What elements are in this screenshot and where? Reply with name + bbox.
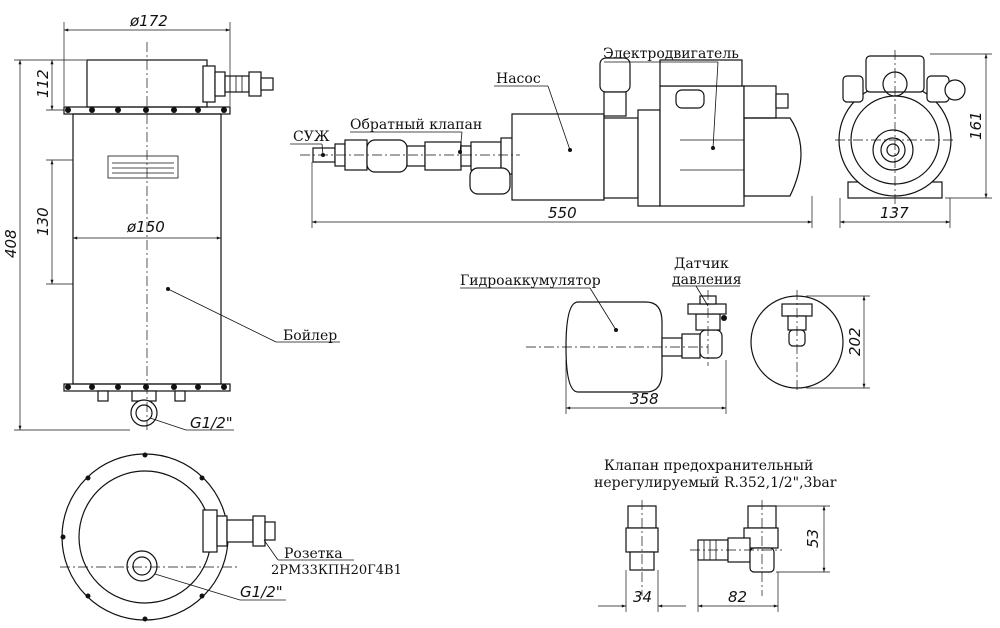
dim-diameter-150: ø150 bbox=[126, 218, 165, 236]
relief-valve-label-2: нерегулируемый R.352,1/2",3bar bbox=[594, 475, 837, 491]
pump-end-view: 161 137 bbox=[835, 50, 992, 228]
accumulator-end-view: 202 bbox=[750, 290, 870, 392]
dim-length-358: 358 bbox=[630, 390, 659, 408]
accumulator-label: Гидроаккумулятор bbox=[460, 273, 601, 289]
check-valve-label: Обратный клапан bbox=[350, 117, 482, 133]
dim-height-112: 112 bbox=[34, 69, 52, 98]
plan-thread-label: G1/2" bbox=[240, 583, 283, 601]
relief-valve-section: Клапан предохранительный нерегулируемый … bbox=[594, 458, 837, 612]
motor-label: Электродвигатель bbox=[603, 46, 739, 62]
accumulator-side-view: Гидроаккумулятор Датчик давления 358 bbox=[460, 256, 742, 414]
suzh-label: СУЖ bbox=[293, 129, 330, 145]
boiler-label: Бойлер bbox=[283, 328, 337, 344]
pressure-sensor bbox=[687, 303, 727, 315]
boiler-nameplate bbox=[107, 155, 179, 179]
pressure-sensor-label-2: давления bbox=[672, 272, 742, 288]
dim-height-408: 408 bbox=[2, 229, 20, 258]
check-valve-body bbox=[366, 139, 408, 173]
dim-length-550: 550 bbox=[548, 204, 577, 222]
dim-height-53: 53 bbox=[804, 529, 822, 548]
socket-code-label: 2РМ33КПН20Г4В1 bbox=[271, 563, 402, 578]
pump-body bbox=[511, 113, 605, 201]
boiler-thread-label: G1/2" bbox=[190, 414, 233, 432]
pump-assembly-side-view: Насос Электродвигатель Обратный клапан С… bbox=[290, 46, 813, 228]
accumulator-tee bbox=[699, 329, 723, 359]
relief-valve-label-1: Клапан предохранительный bbox=[604, 458, 813, 474]
check-valve bbox=[424, 141, 462, 171]
boiler-bottom-fitting bbox=[97, 390, 186, 427]
dim-diameter-172: ø172 bbox=[129, 12, 168, 30]
dim-height-130: 130 bbox=[34, 207, 52, 236]
socket-label: Розетка bbox=[284, 546, 343, 562]
dim-width-82: 82 bbox=[728, 588, 747, 606]
boiler-bolts bbox=[65, 107, 227, 390]
pressure-sensor-label-1: Датчик bbox=[674, 256, 729, 272]
dim-width-34: 34 bbox=[633, 588, 652, 606]
boiler-side-view: Бойлер G1/2" ø172 ø150 408 112 130 bbox=[2, 12, 340, 432]
accumulator-tank bbox=[565, 301, 663, 393]
dim-height-202: 202 bbox=[846, 327, 864, 356]
boiler-socket-connector bbox=[202, 65, 274, 103]
boiler-plan-view: Розетка 2РМ33КПН20Г4В1 G1/2" bbox=[60, 452, 402, 622]
motor-end-cap bbox=[743, 117, 802, 197]
pump-outlet bbox=[599, 57, 631, 93]
dim-height-161: 161 bbox=[967, 111, 985, 140]
motor-terminal-box bbox=[659, 59, 743, 87]
pump-label: Насос bbox=[496, 71, 541, 87]
dim-width-137: 137 bbox=[880, 204, 909, 222]
boiler-plan-inner-circle bbox=[78, 470, 212, 604]
